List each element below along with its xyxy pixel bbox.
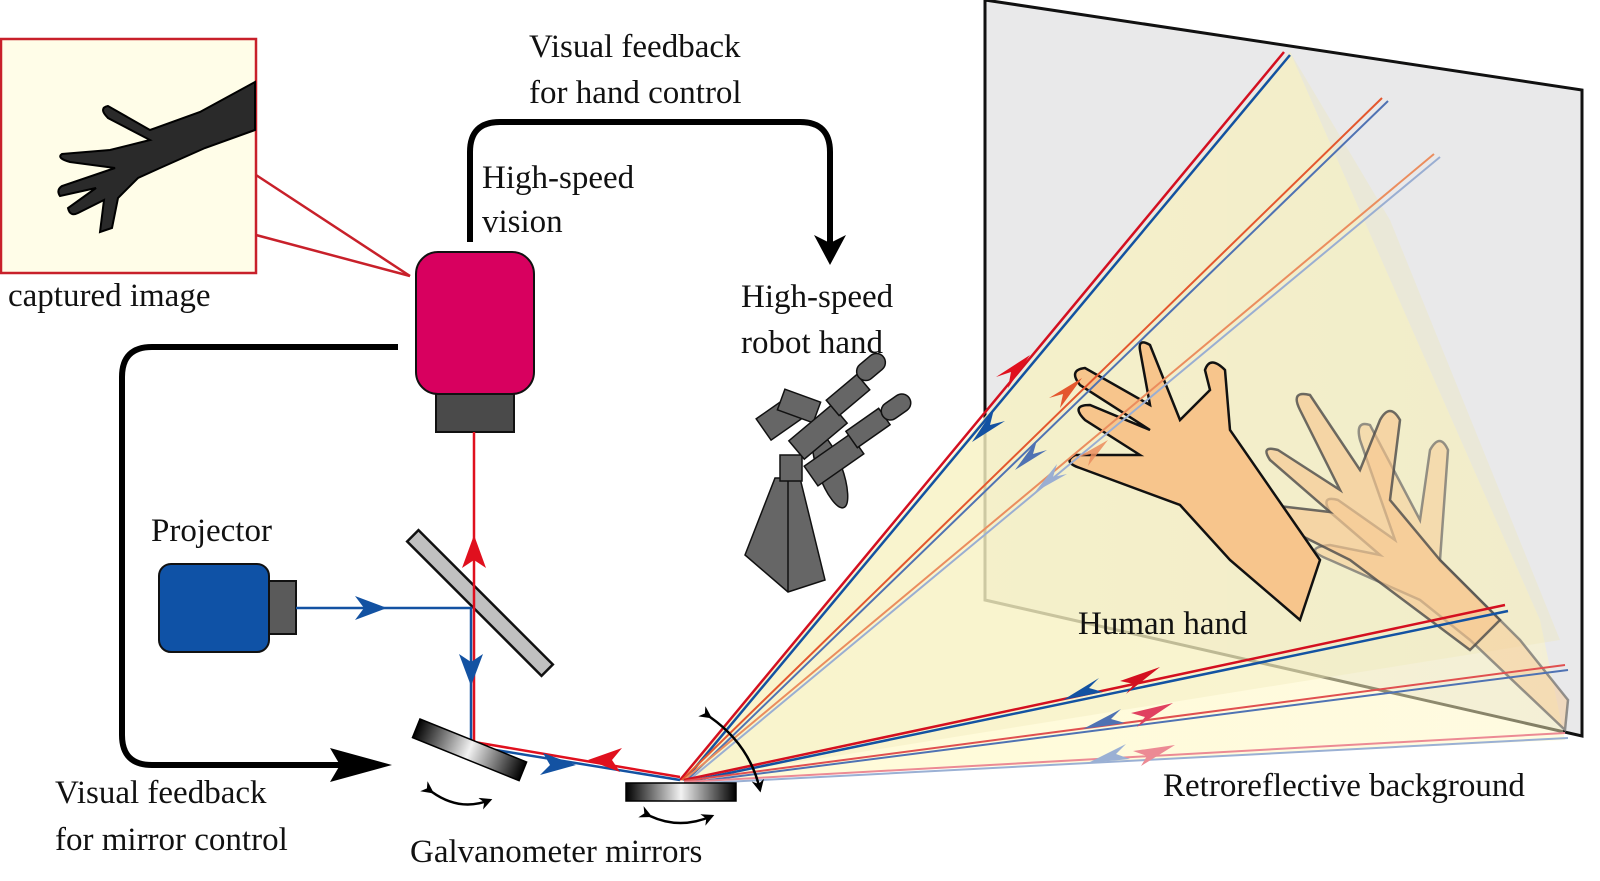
- rotation-arrow-icon: [698, 706, 764, 793]
- arrowhead-orange: [1049, 378, 1082, 408]
- arrowhead-blue: [1015, 440, 1047, 470]
- arrowhead-red: [1131, 703, 1173, 727]
- arrowhead-blue: [1083, 709, 1125, 729]
- robot-hand-label-2: robot hand: [741, 325, 884, 361]
- captured-image-label: captured image: [8, 278, 210, 314]
- mirror-feedback-arrow: [119, 344, 398, 782]
- captured-image-frame: [0, 37, 258, 275]
- beam-blue-5: [685, 669, 1569, 784]
- hand-feedback-label-1: Visual feedback: [529, 29, 741, 65]
- vision-label-1: High-speed: [482, 160, 635, 196]
- galvo-mirror-2: [625, 782, 737, 802]
- robot-thumb-segment: [776, 388, 822, 424]
- beam-bundle: [679, 51, 1569, 785]
- projector: [158, 563, 297, 653]
- arrowhead-red: [1120, 667, 1160, 694]
- arrowhead-red: [462, 535, 486, 568]
- arrowhead-orange: [1078, 440, 1108, 466]
- galvo-mirror-1: [411, 718, 528, 782]
- beam-blue-2: [685, 100, 1389, 782]
- robot-hand-label-1: High-speed: [741, 279, 894, 315]
- feedback-arrowhead: [814, 235, 846, 265]
- rotation-arrow-icon: [638, 806, 715, 826]
- vision-label-2: vision: [482, 204, 563, 240]
- arrowhead-red: [1133, 745, 1175, 766]
- feedback-arrowhead: [330, 748, 392, 782]
- beam-orange-2: [681, 97, 1383, 781]
- beam-arrowheads: [972, 355, 1175, 766]
- feedback-path-hand: [467, 119, 833, 245]
- arrowhead-red: [588, 748, 622, 772]
- beam-blue-6: [685, 737, 1569, 785]
- rotation-arrow-icon: [420, 781, 493, 810]
- projector-lens: [268, 580, 297, 635]
- human-hand-label: Human hand: [1078, 606, 1248, 642]
- galvanometer-label: Galvanometer mirrors: [410, 834, 702, 870]
- labels: captured image Visual feedback for hand …: [8, 29, 1525, 870]
- projector-body: [158, 563, 270, 653]
- arrowhead-blue: [459, 654, 483, 686]
- projector-label: Projector: [151, 513, 272, 549]
- beam-blue-3: [687, 156, 1441, 782]
- galvanometer-mirrors: [411, 706, 764, 826]
- hand-feedback-label-2: for hand control: [529, 75, 742, 111]
- beam-red-1: [679, 51, 1285, 781]
- captured-image-inset: [0, 37, 411, 278]
- beam-blue-1: [683, 54, 1291, 782]
- robot-finger-segment: [825, 373, 871, 417]
- robot-fingertip: [855, 352, 887, 382]
- high-speed-camera: [415, 251, 535, 433]
- mirror-feedback-label-1: Visual feedback: [55, 775, 267, 811]
- feedback-path-mirror: [119, 344, 398, 768]
- mirror-feedback-label-2: for mirror control: [55, 822, 288, 858]
- arrowhead-blue: [540, 753, 576, 775]
- hand-silhouette-icon: [57, 80, 256, 234]
- arrowhead-blue: [1088, 744, 1130, 763]
- beam-blue-4: [685, 609, 1509, 784]
- camera-beam: [472, 432, 681, 779]
- arrowhead-blue: [355, 596, 387, 620]
- callout-line: [255, 173, 411, 278]
- arrowhead-blue: [1063, 678, 1103, 700]
- camera-body: [415, 251, 535, 395]
- robot-fingertip: [880, 393, 912, 421]
- arrowhead-blue: [1035, 464, 1067, 492]
- robot-base: [744, 477, 826, 593]
- camera-lens: [435, 393, 515, 433]
- arrowhead-blue: [972, 409, 1005, 442]
- arrowhead-red: [996, 355, 1030, 388]
- robot-wrist: [779, 454, 803, 482]
- beam-orange-3: [683, 153, 1435, 781]
- callout-line: [255, 233, 411, 278]
- retroreflective-label: Retroreflective background: [1163, 768, 1525, 804]
- hand-feedback-arrow: [467, 119, 846, 265]
- robot-hand: [744, 352, 912, 593]
